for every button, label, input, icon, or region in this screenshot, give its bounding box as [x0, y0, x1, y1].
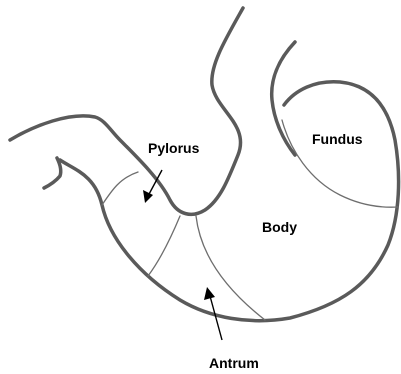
antrum-body-boundary-line [196, 216, 265, 320]
antrum-pointer-line [210, 296, 222, 340]
antrum-label: Antrum [209, 355, 259, 371]
antrum-left-boundary-line [148, 216, 180, 276]
fundus-label: Fundus [312, 131, 363, 147]
pylorus-arrowhead [143, 190, 153, 203]
body-label: Body [262, 219, 297, 235]
pylorus-boundary-line [102, 172, 138, 205]
pylorus-label: Pylorus [148, 140, 200, 156]
duodenum-end-outline [44, 158, 61, 188]
lesser-curvature-outline [10, 8, 243, 214]
antrum-arrowhead [204, 287, 215, 300]
